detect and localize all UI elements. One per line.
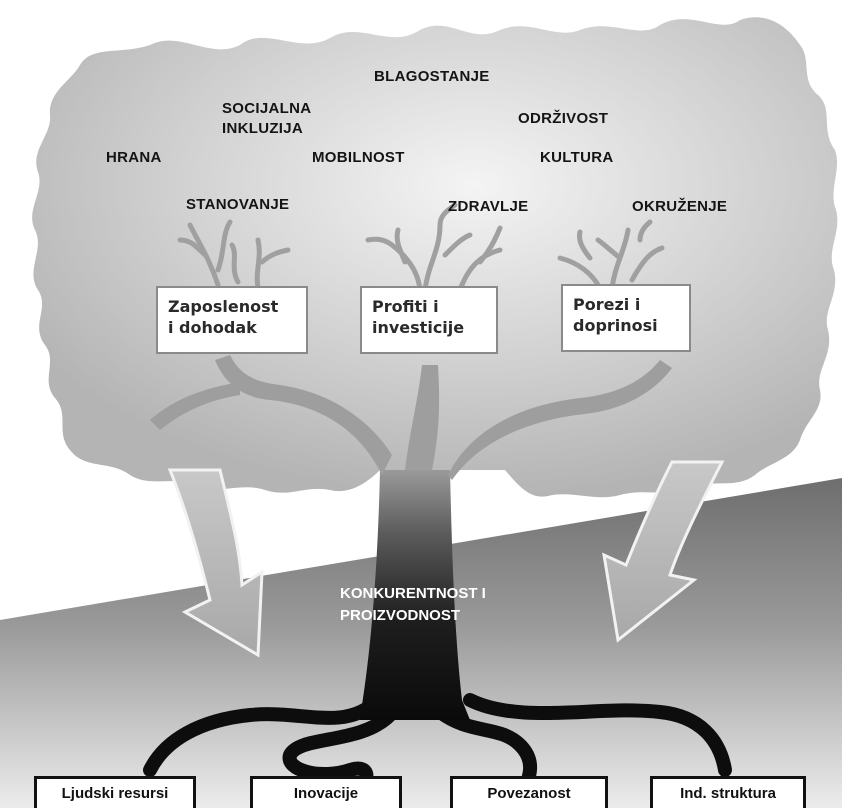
tree-branches xyxy=(150,355,672,480)
root-inovacije: Inovacije xyxy=(250,776,402,808)
tree-twigs xyxy=(177,202,665,293)
box-porezi-line1: Porezi i xyxy=(573,295,641,314)
label-okruzenje: OKRUŽENJE xyxy=(632,198,728,215)
label-zdravlje: ZDRAVLJE xyxy=(448,198,529,215)
label-hrana: HRANA xyxy=(106,149,162,166)
label-blagostanje: BLAGOSTANJE xyxy=(374,68,490,85)
box-zaposlenost-line1: Zaposlenost xyxy=(168,297,279,316)
label-mobilnost: MOBILNOST xyxy=(312,149,405,166)
box-porezi-doprinosi: Porezi i doprinosi xyxy=(561,284,691,352)
box-zaposlenost-line2: i dohodak xyxy=(168,318,257,337)
root-ind-struktura: Ind. struktura xyxy=(650,776,806,808)
trunk-label-line2: PROIZVODNOST xyxy=(340,607,461,624)
left-arrow xyxy=(167,468,264,658)
trunk-label-line1: KONKURENTNOST I xyxy=(340,585,486,602)
label-stanovanje: STANOVANJE xyxy=(186,196,290,213)
box-zaposlenost-dohodak: Zaposlenost i dohodak xyxy=(156,286,308,354)
label-odrzivost: ODRŽIVOST xyxy=(518,110,609,127)
box-profiti-line2: investicije xyxy=(372,318,465,337)
box-profiti-line1: Profiti i xyxy=(372,297,439,316)
label-socijalna-inkluzija-line1: SOCIJALNA xyxy=(222,100,312,117)
box-porezi-line2: doprinosi xyxy=(573,316,658,335)
label-socijalna-inkluzija-line2: INKLUZIJA xyxy=(222,120,304,137)
right-arrow xyxy=(602,460,725,643)
root-povezanost: Povezanost xyxy=(450,776,608,808)
root-ljudski-resursi: Ljudski resursi xyxy=(34,776,196,808)
label-kultura: KULTURA xyxy=(540,149,614,166)
tree-trunk xyxy=(360,470,470,720)
box-profiti-investicije: Profiti i investicije xyxy=(360,286,498,354)
